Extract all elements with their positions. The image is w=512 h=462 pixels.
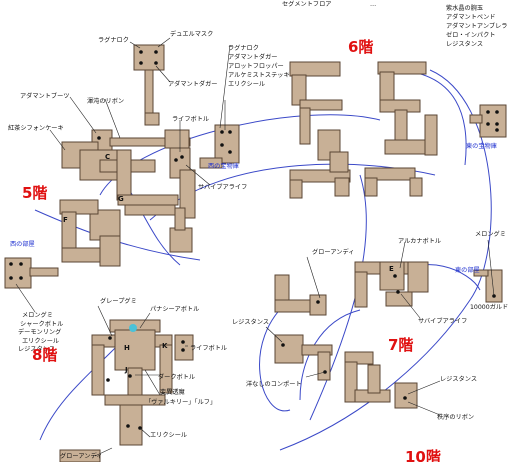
label-survival-life: サバイブアライフ xyxy=(198,183,247,191)
label-tea-cake: 紅茶シフォンケーキ xyxy=(8,124,64,132)
floor-label-5: 5階 xyxy=(22,184,47,202)
marker-e: E xyxy=(389,265,394,273)
marker-c: C xyxy=(105,153,110,161)
label-east-room: 東の部屋 xyxy=(455,266,480,274)
marker-j: J xyxy=(124,366,128,374)
floor-8-rooms xyxy=(59,319,194,462)
treasure-list-tr: 紫水晶の腕玉 アダマントベンド アダマントアンブレラ ゼロ・インパクト レジスタ… xyxy=(446,4,507,48)
label-panacea-bottle: パナシーアボトル xyxy=(150,305,199,313)
svg-text:ラグナロク: ラグナロク xyxy=(228,44,259,52)
label-ragnarok: ラグナロク xyxy=(98,36,129,44)
label-elixir-8f: エリクシール xyxy=(150,432,187,439)
floor-label-7: 7階 xyxy=(388,336,413,354)
svg-text:エリクシール: エリクシール xyxy=(22,338,59,345)
svg-text:シャークボトル: シャークボトル xyxy=(20,320,63,328)
label-west-treasure: 西の宝物庫 xyxy=(208,162,239,170)
label-order-ribbon: 秩序のリボン xyxy=(437,413,474,421)
label-chaos-ribbon: 渾沌のリボン xyxy=(87,97,124,105)
svg-text:アロットフロッパー: アロットフロッパー xyxy=(228,63,284,70)
floor-label-8: 8階 xyxy=(32,346,57,364)
marker-f: F xyxy=(63,216,68,224)
label-grape-gummy: グレープグミ xyxy=(100,297,137,305)
top-label-segment: セグメントフロア xyxy=(282,0,332,8)
marker-h: H xyxy=(124,344,130,352)
floor-5-rooms xyxy=(4,44,240,289)
label-valkyrie-b: 「ヴァルキリー」「ルフ」 xyxy=(145,398,216,406)
label-life-bottle: ライフボトル xyxy=(172,115,209,123)
label-adamant-dagger: アダマントダガー xyxy=(168,80,218,88)
label-west-room: 西の部屋 xyxy=(10,240,35,248)
svg-text:レジスタンス: レジスタンス xyxy=(18,345,55,353)
label-life-bottle-8f: ライフボトル xyxy=(190,344,227,352)
svg-text:アダマントアンブレラ: アダマントアンブレラ xyxy=(446,22,507,30)
label-dark-bottle: ダークボトル xyxy=(158,373,195,381)
floor-6-rooms xyxy=(289,61,507,199)
svg-text:デーモンリング: デーモンリング xyxy=(18,328,61,336)
label-arcana-bottle: アルカナボトル xyxy=(398,237,441,245)
label-glow-andy-8f: グローアンディ xyxy=(60,452,102,460)
label-compote: 洋なしのコンポート xyxy=(246,380,302,388)
svg-text:アダマントダガー: アダマントダガー xyxy=(228,53,278,61)
svg-text:ゼロ・インパクト: ゼロ・インパクト xyxy=(446,31,496,39)
svg-text:アダマントベンド: アダマントベンド xyxy=(446,13,496,21)
crystal-icon xyxy=(129,324,137,332)
label-east-treasure: 東の宝物庫 xyxy=(466,142,497,150)
svg-text:メロングミ: メロングミ xyxy=(22,311,53,319)
chest-list-5f: メロングミ シャークボトル デーモンリング エリクシール レジスタンス xyxy=(18,311,63,353)
label-gald: 10000ガルド xyxy=(470,303,508,311)
floor-label-6: 6階 xyxy=(348,38,373,56)
marker-k: K xyxy=(162,342,168,350)
leader-lines xyxy=(15,37,495,457)
floor-label-10: 10階 xyxy=(405,448,441,462)
label-resistance-7f: レジスタンス xyxy=(232,318,269,326)
svg-text:紫水晶の腕玉: 紫水晶の腕玉 xyxy=(446,4,483,12)
item-list-6f: ラグナロク アダマントダガー アロットフロッパー アルケミストステッキ エリクシ… xyxy=(228,44,290,88)
label-adamant-boots: アダマントブーツ xyxy=(20,92,69,100)
chest-markers xyxy=(9,50,499,430)
marker-g: G xyxy=(118,195,124,203)
label-survival-life-7f: サバイブアライフ xyxy=(418,317,467,325)
label-glow-andy-7f: グローアンディ xyxy=(312,248,354,256)
label-valkyrie-a: 変異透魔 xyxy=(160,388,185,396)
label-melon-gummy-7f: メロングミ xyxy=(475,230,506,238)
svg-text:エリクシール: エリクシール xyxy=(228,81,265,88)
svg-text:レジスタンス: レジスタンス xyxy=(446,40,483,48)
floor-7-rooms xyxy=(274,261,503,409)
svg-text:アルケミストステッキ: アルケミストステッキ xyxy=(228,72,290,79)
label-duel-mask: デュエルマスク xyxy=(170,30,213,38)
label-resistance-7f-b: レジスタンス xyxy=(440,375,477,383)
top-label-b: … xyxy=(370,1,376,8)
